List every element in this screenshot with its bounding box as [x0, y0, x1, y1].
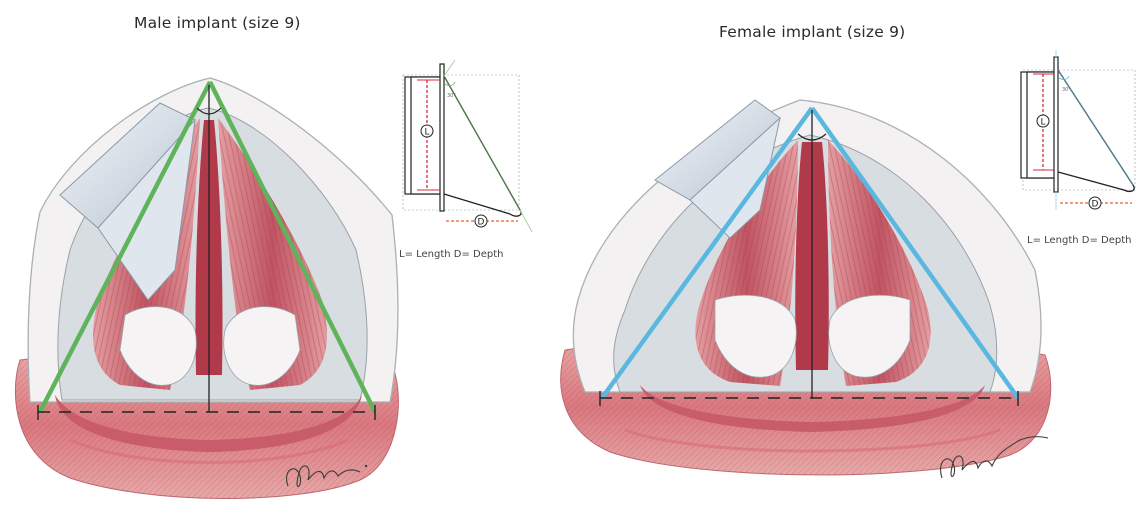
female-schematic-angle-label: 30°: [1062, 87, 1071, 93]
male-schematic-angle-label: 30°: [447, 93, 456, 99]
female-schematic-depth-label: D: [1092, 200, 1099, 210]
male-larynx-illustration: [15, 78, 398, 499]
female-schematic-length-label: L: [1040, 118, 1045, 128]
male-implant-schematic: L D 30°: [403, 60, 532, 232]
female-implant-schematic: L D 30°: [1021, 50, 1135, 210]
male-schematic-length-label: L: [424, 128, 429, 138]
female-larynx-illustration: [561, 100, 1051, 478]
male-schematic-depth-label: D: [478, 218, 485, 228]
